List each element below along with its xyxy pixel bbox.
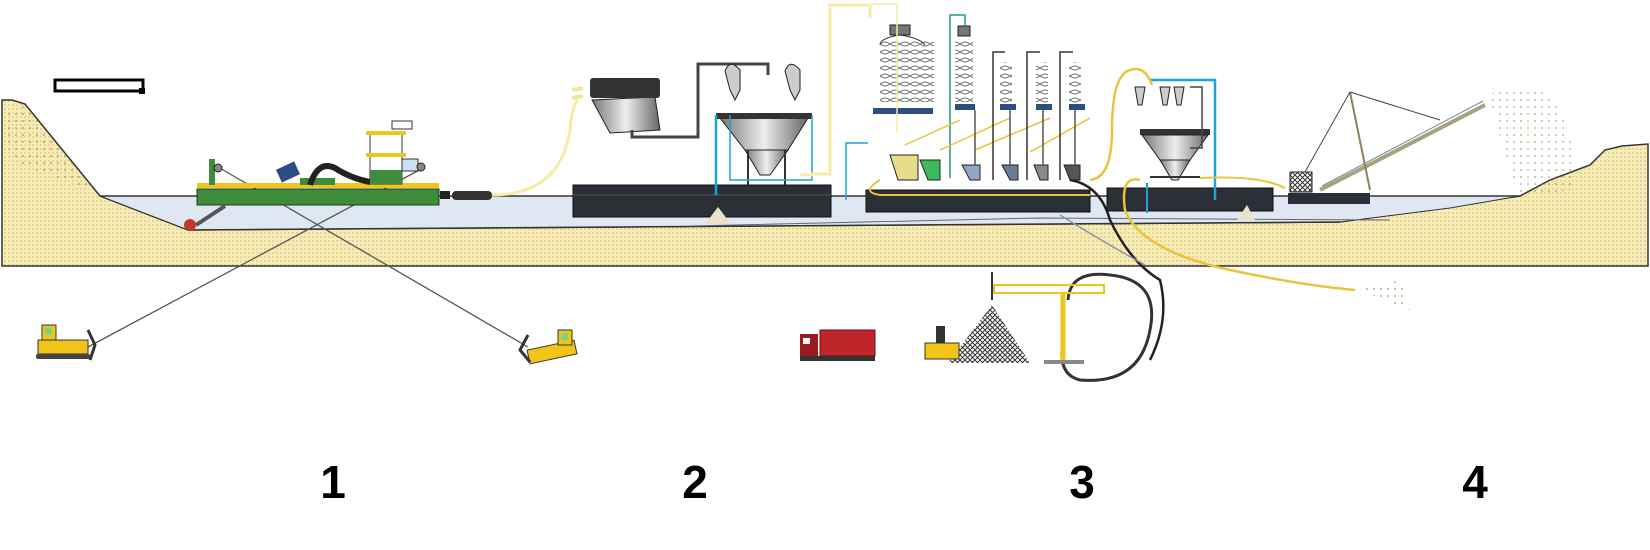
truck	[800, 329, 876, 361]
left-spoil-bank-dots	[4, 106, 95, 190]
sand-deposit-2	[705, 207, 731, 224]
spiral-classifiers	[873, 24, 1085, 114]
beach-nourishment-spray	[1358, 280, 1410, 310]
stockpile-crane	[991, 178, 1165, 382]
gravel-stockpile	[948, 305, 1030, 363]
wheel-loader	[924, 326, 960, 360]
cutter-ladder	[184, 204, 227, 231]
stage-label-4: 4	[1462, 456, 1488, 508]
sand-deposit-4	[1237, 205, 1255, 220]
stacker-barge	[1288, 193, 1370, 204]
hydrocyclone-separator	[714, 3, 872, 195]
barge-4	[1106, 187, 1274, 212]
slurry-pipeline-1	[491, 98, 580, 197]
barge-2	[572, 184, 832, 218]
cutter-suction-dredge	[196, 120, 492, 206]
stacker-conveyor	[1289, 91, 1486, 193]
product-hoppers	[889, 154, 1081, 181]
stage-label-2: 2	[682, 456, 708, 508]
dewatering-cyclone-plant	[1089, 67, 1356, 292]
stacker-sand-spray	[1488, 87, 1576, 196]
barge-3	[865, 189, 1091, 213]
bulldozer-right	[518, 329, 578, 365]
stage-label-3: 3	[1069, 456, 1095, 508]
yellow-return-pipe	[869, 179, 1090, 196]
scale-bar	[53, 78, 145, 94]
trommel-screen	[571, 62, 770, 139]
feed-lines-3	[845, 3, 1091, 200]
stage-label-1: 1	[320, 456, 346, 508]
bulldozer-left	[36, 324, 97, 361]
dredged-bottom-line	[689, 217, 1391, 227]
